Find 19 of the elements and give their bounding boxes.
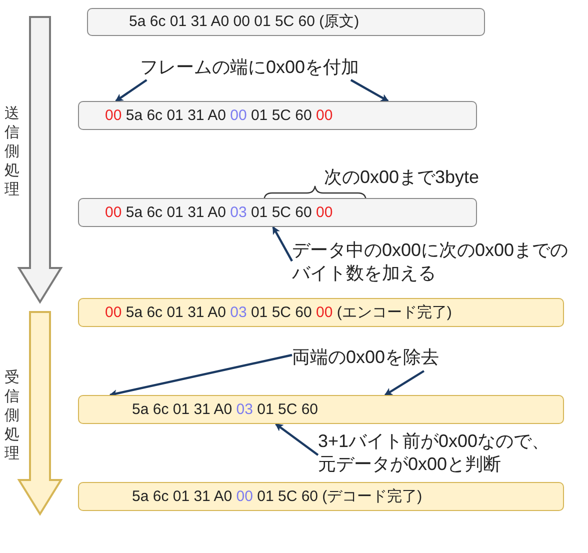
phase-label: 送信側処理 bbox=[4, 104, 20, 199]
data-frame-box: 00 5a 6c 01 31 A0 00 01 5C 60 00 bbox=[78, 101, 477, 130]
data-frame-box: 5a 6c 01 31 A0 00 01 5C 60 (デコード完了) bbox=[78, 482, 564, 511]
brace-label: 次の0x00まで3byte bbox=[324, 166, 480, 189]
phase-label: 受信側処理 bbox=[4, 368, 20, 463]
leader-arrow bbox=[115, 79, 148, 102]
annotation-text: 3+1バイト前が0x00なので、元データが0x00と判断 bbox=[318, 430, 550, 478]
leader-arrow bbox=[350, 79, 389, 102]
data-frame-box: 5a 6c 01 31 A0 03 01 5C 60 bbox=[78, 395, 564, 424]
leader-arrow bbox=[384, 370, 424, 396]
data-frame-box: 00 5a 6c 01 31 A0 03 01 5C 60 00 (エンコード完了) bbox=[78, 298, 564, 327]
leader-arrow bbox=[272, 226, 293, 262]
data-frame-box: 00 5a 6c 01 31 A0 03 01 5C 60 00 bbox=[78, 198, 477, 227]
leader-arrow bbox=[109, 354, 292, 398]
data-frame-box: 5a 6c 01 31 A0 00 01 5C 60 (原文) bbox=[87, 8, 485, 36]
annotation-text: フレームの端に0x00を付加 bbox=[140, 56, 362, 80]
annotation-text: 両端の0x00を除去 bbox=[292, 346, 450, 371]
annotation-text: データ中の0x00に次の0x00までのバイト数を加える bbox=[292, 239, 584, 287]
leader-arrow bbox=[275, 423, 319, 456]
